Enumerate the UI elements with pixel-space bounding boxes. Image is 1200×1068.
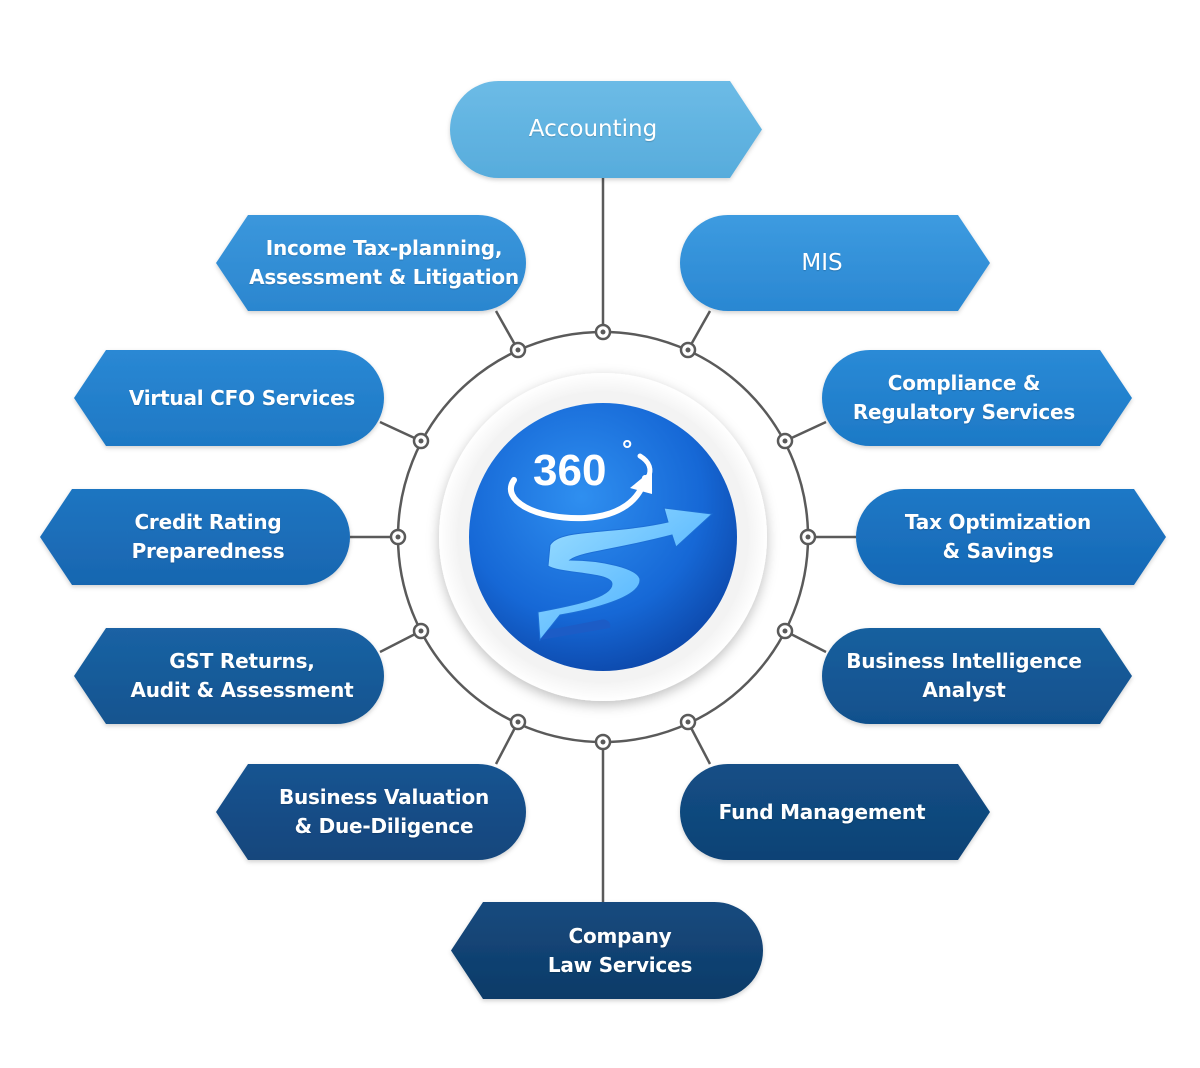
hub-degree-symbol: ° bbox=[622, 434, 632, 464]
service-label-accounting: Accounting bbox=[458, 81, 728, 178]
service-label-line: Income Tax-planning, bbox=[265, 236, 503, 260]
service-box-income-tax bbox=[216, 215, 526, 311]
service-label-mis: MIS bbox=[688, 215, 956, 311]
service-box-tax-optimization bbox=[856, 489, 1166, 585]
service-box-compliance bbox=[822, 350, 1132, 446]
service-label-line: Business Valuation bbox=[278, 785, 490, 809]
spiral-arrow-base bbox=[540, 619, 611, 640]
service-label-line: Regulatory Services bbox=[852, 400, 1076, 424]
service-label-line: Credit Rating bbox=[134, 510, 282, 534]
service-box-credit-rating bbox=[40, 489, 350, 585]
service-label-line: Preparedness bbox=[131, 539, 285, 563]
service-label-line: MIS bbox=[801, 249, 843, 276]
node-dot-fund-management bbox=[685, 719, 691, 725]
spiral-arrow-icon bbox=[537, 507, 714, 642]
service-label-gst-returns: GST Returns, Audit & Assessment bbox=[108, 628, 376, 724]
service-label-line: Business Intelligence bbox=[846, 649, 1082, 673]
connector-lines bbox=[350, 178, 856, 902]
node-dot-accounting bbox=[600, 329, 606, 335]
service-label-line: Audit & Assessment bbox=[130, 678, 354, 702]
service-label-compliance: Compliance & Regulatory Services bbox=[830, 350, 1098, 446]
service-label-line: Analyst bbox=[922, 678, 1006, 702]
service-box-company-law bbox=[451, 902, 763, 999]
service-label-income-tax: Income Tax-planning, Assessment & Litigat… bbox=[249, 215, 519, 311]
node-dot-business-intelligence bbox=[782, 628, 788, 634]
service-label-business-valuation: Business Valuation & Due-Diligence bbox=[250, 764, 518, 860]
node-dot-income-tax bbox=[515, 347, 521, 353]
service-label-line: GST Returns, bbox=[169, 649, 315, 673]
service-label-line: Compliance & bbox=[887, 371, 1041, 395]
node-dot-business-valuation bbox=[515, 719, 521, 725]
node-dot-mis bbox=[685, 347, 691, 353]
swoosh-tail bbox=[637, 453, 653, 481]
service-box-business-valuation bbox=[216, 764, 526, 860]
service-box-mis bbox=[680, 215, 990, 311]
service-label-line: Virtual CFO Services bbox=[128, 385, 356, 410]
node-dot-company-law bbox=[600, 739, 606, 745]
service-label-line: & Savings bbox=[942, 539, 1054, 563]
service-box-virtual-cfo bbox=[74, 350, 384, 446]
service-label-line: & Due-Diligence bbox=[294, 814, 474, 838]
node-dot-compliance bbox=[782, 438, 788, 444]
service-shapes bbox=[40, 81, 1166, 999]
node-dot-gst-returns bbox=[418, 628, 424, 634]
connector-nodes bbox=[389, 323, 817, 751]
swoosh-curve bbox=[508, 475, 648, 522]
service-box-business-intelligence bbox=[822, 628, 1132, 724]
node-dot-credit-rating bbox=[395, 534, 401, 540]
hub-number: 360 bbox=[533, 446, 606, 495]
service-box-fund-management bbox=[680, 764, 990, 860]
node-dot-virtual-cfo bbox=[418, 438, 424, 444]
service-label-line: Law Services bbox=[547, 952, 693, 977]
service-label-fund-management: Fund Management bbox=[688, 764, 956, 860]
service-label-line: Accounting bbox=[528, 116, 658, 142]
service-label-line: Fund Management bbox=[718, 799, 926, 824]
service-label-virtual-cfo: Virtual CFO Services bbox=[108, 350, 376, 446]
service-label-line: Assessment & Litigation bbox=[249, 265, 519, 289]
service-label-line: Tax Optimization bbox=[904, 510, 1092, 534]
service-box-accounting bbox=[449, 81, 762, 178]
node-dot-tax-optimization bbox=[805, 534, 811, 540]
service-label-line: Company bbox=[568, 923, 672, 948]
service-label-tax-optimization: Tax Optimization & Savings bbox=[864, 489, 1132, 585]
service-box-gst-returns bbox=[74, 628, 384, 724]
hub-360-icon: 360 ° bbox=[469, 403, 737, 671]
